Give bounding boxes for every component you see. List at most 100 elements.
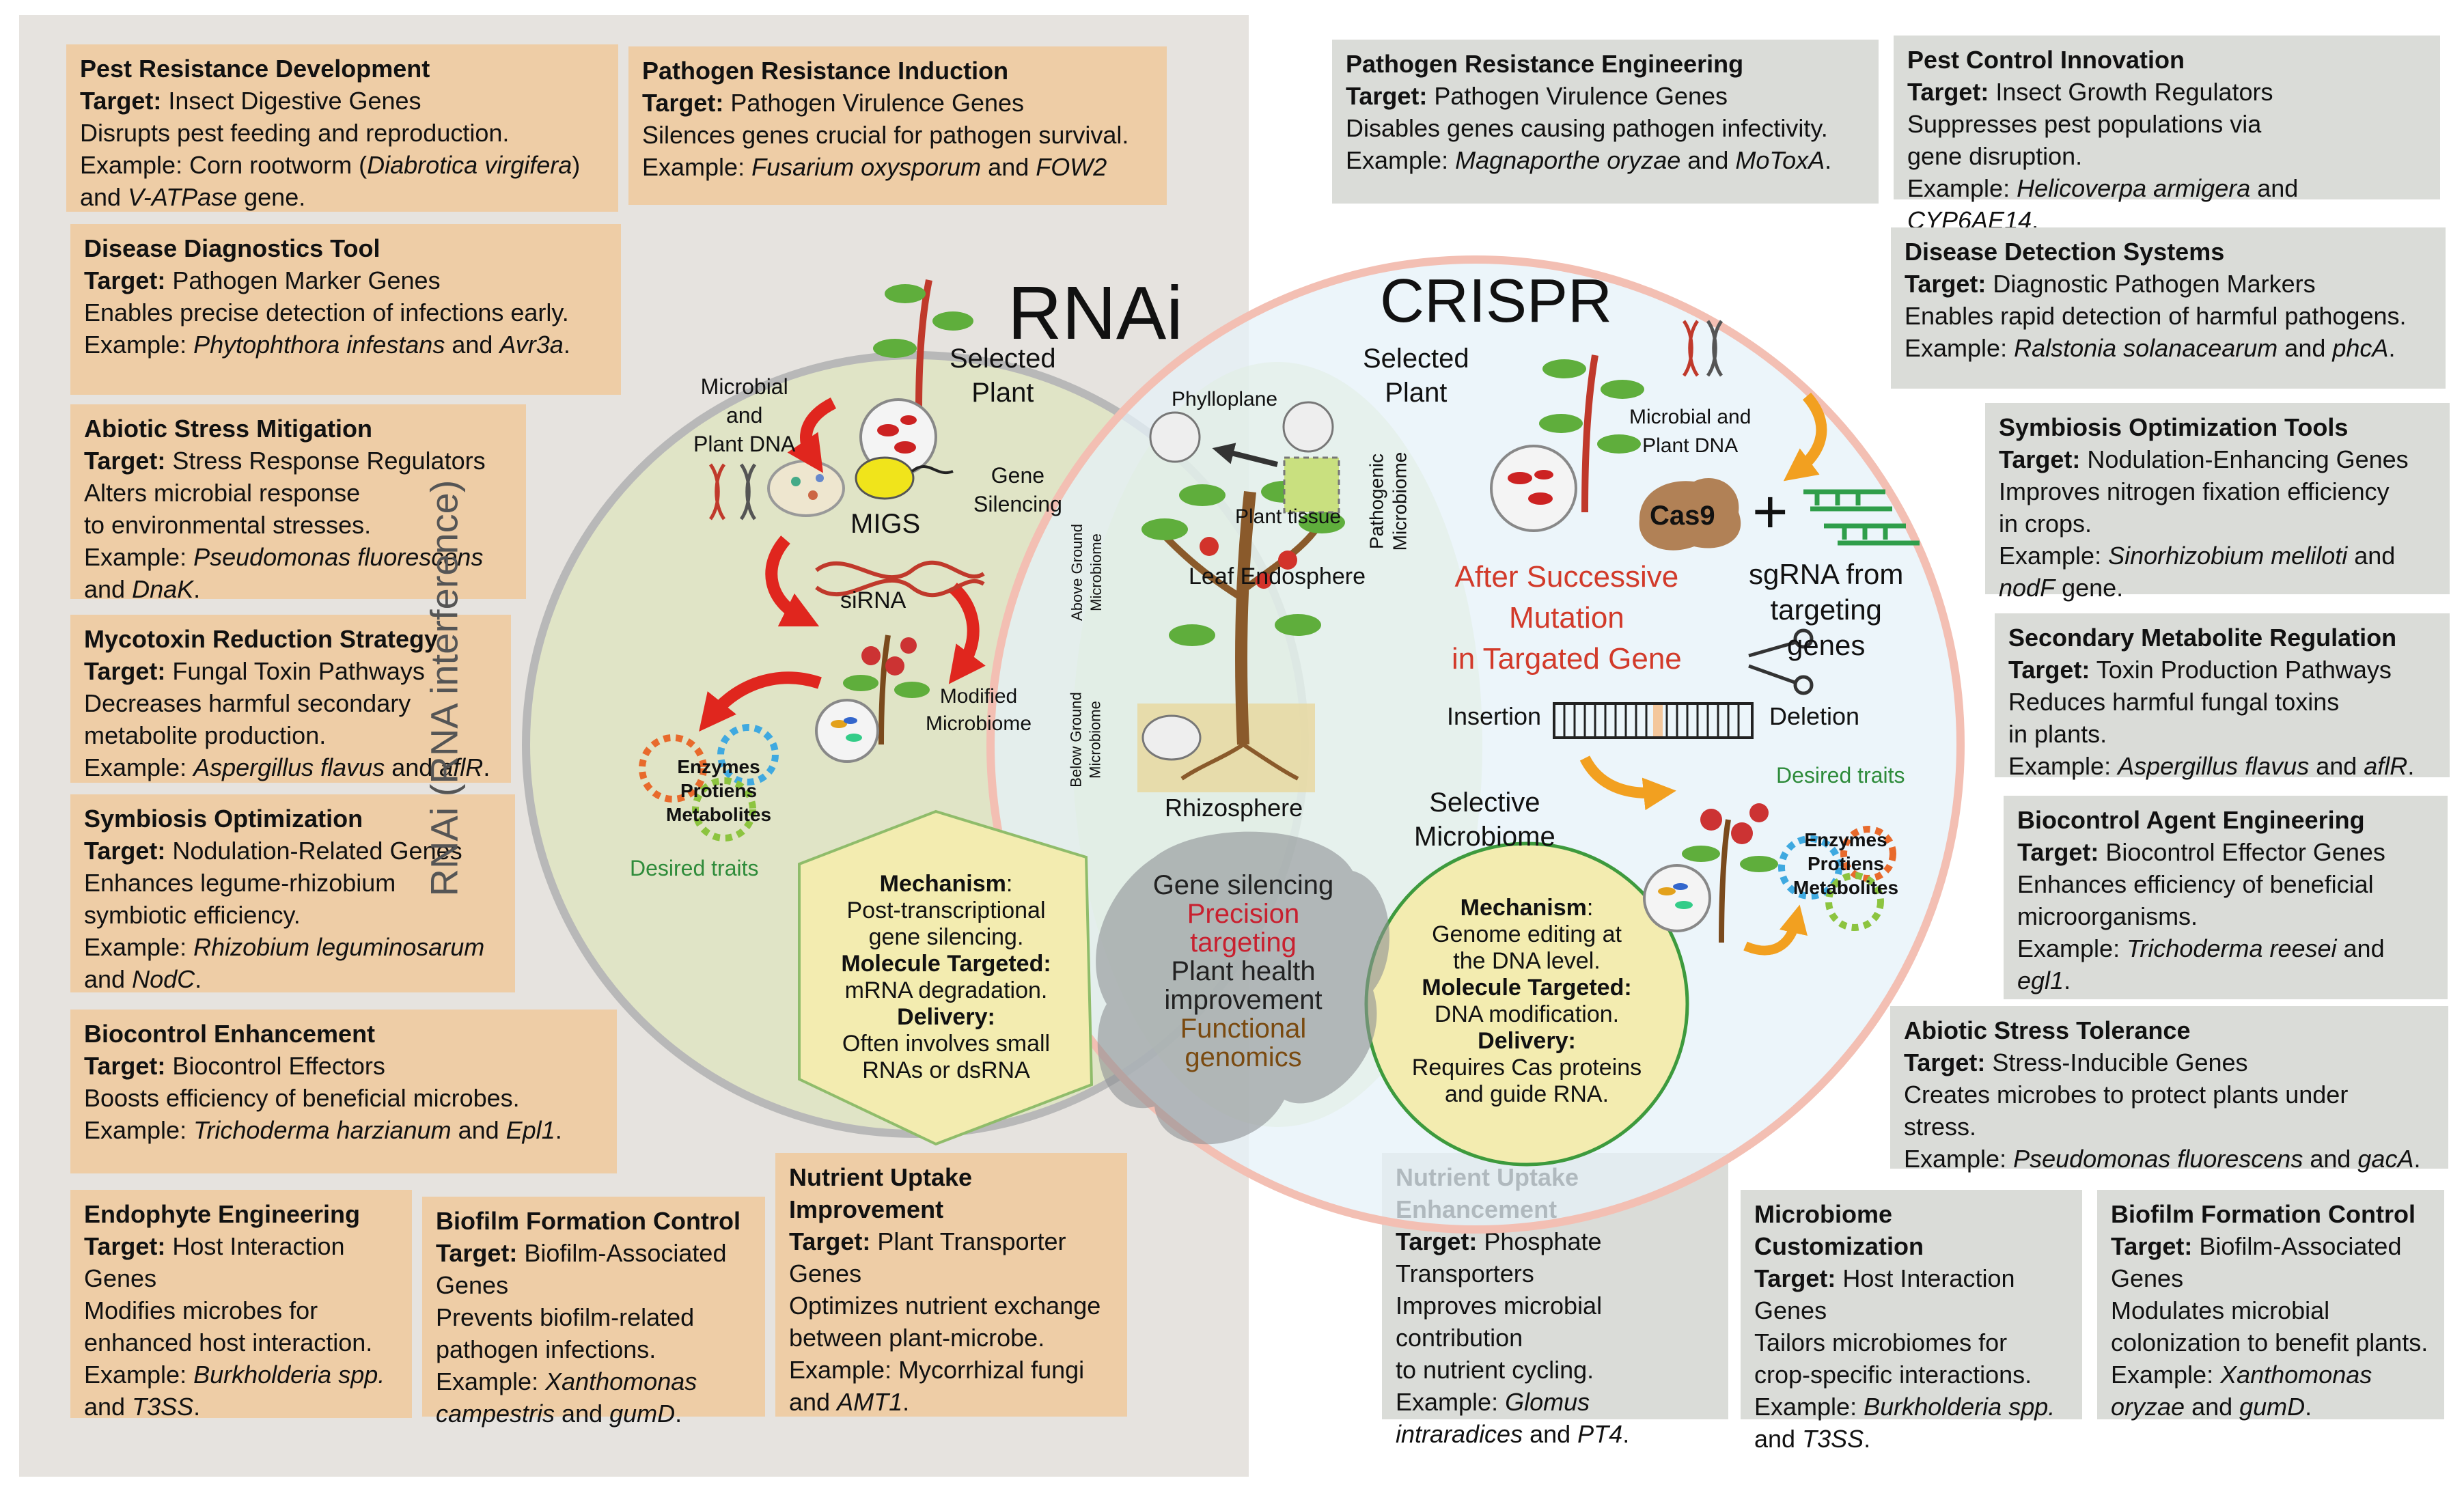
desired-traits-label-right: Desired traits xyxy=(1776,763,1905,788)
box-example: Example: Burkholderia spp. and T3SS. xyxy=(84,1361,385,1421)
leaf-endosphere-label: Leaf Endosphere xyxy=(1189,563,1366,589)
box-title: Mycotoxin Reduction Strategy xyxy=(84,625,439,653)
plant-tissue-label: Plant tissue xyxy=(1235,505,1342,528)
box-example: Example: Ralstonia solanacearum and phcA… xyxy=(1905,334,2396,362)
rnai-mechanism-text: Mechanism: Post-transcriptional gene sil… xyxy=(841,871,1051,1083)
box-example: Example: Burkholderia spp. and T3SS. xyxy=(1754,1393,2055,1453)
crispr-modified-plant-icon xyxy=(1643,803,1778,943)
box-example: Example: Pseudomonas fluorescens and Dna… xyxy=(84,543,484,603)
gears-icon-right xyxy=(1778,826,1896,931)
center-plant-icon xyxy=(1137,401,1345,792)
sirna-label: siRNA xyxy=(840,587,906,613)
rhizosphere-label: Rhizosphere xyxy=(1165,794,1303,822)
box-description: Improves nitrogen fixation efficiency xyxy=(1999,477,2390,505)
box-description: microorganisms. xyxy=(2017,902,2198,930)
box-description: Disables genes causing pathogen infectiv… xyxy=(1346,114,1828,142)
rnai-plant-icon xyxy=(859,279,973,476)
box-description: pathogen infections. xyxy=(436,1335,656,1363)
box-description: gene disruption. xyxy=(1907,142,2083,170)
crispr-dna-icon xyxy=(1682,320,1724,377)
sirna-dna-helix xyxy=(815,560,985,598)
red-arrow-1 xyxy=(787,397,837,473)
box-description: to environmental stresses. xyxy=(84,511,372,539)
box-description: contribution xyxy=(1396,1324,1523,1352)
box-title: Pest Control Innovation xyxy=(1907,46,2185,74)
box-title: Abiotic Stress Mitigation xyxy=(84,415,373,443)
box-description: Enhances legume-rhizobium xyxy=(84,869,396,897)
box-target: Target: Biocontrol Effectors xyxy=(84,1052,385,1080)
box-example: Example: Pseudomonas fluorescens and gac… xyxy=(1904,1145,2421,1173)
box-description: Enables precise detection of infections … xyxy=(84,298,569,326)
orange-arrow-2 xyxy=(1579,755,1676,811)
box-example: Example: Mycorrhizal fungi and AMT1. xyxy=(789,1356,1085,1416)
box-description: Suppresses pest populations via xyxy=(1907,110,2262,138)
box-example: Example: Xanthomonas oryzae and gumD. xyxy=(2111,1361,2372,1421)
rnai-mechanism-hexagon xyxy=(798,809,1094,1146)
box-target: Target: Stress-Inducible Genes xyxy=(1904,1048,2248,1076)
box-description: in crops. xyxy=(1999,510,2092,538)
box-description: crop-specific interactions. xyxy=(1754,1361,2032,1389)
box-description: between plant-microbe. xyxy=(789,1324,1045,1352)
box-target: Target: Host Interaction Genes xyxy=(1754,1264,2015,1324)
sgrna-icon xyxy=(1803,489,1920,546)
box-title: Nutrient Uptake Improvement xyxy=(789,1163,973,1223)
red-arrow-4 xyxy=(699,671,822,732)
shared-blob xyxy=(1096,831,1389,1145)
box-target: Target: Nodulation-Enhancing Genes xyxy=(1999,445,2409,473)
shared-text-line: Functional xyxy=(1180,1014,1307,1044)
box-title: Abiotic Stress Tolerance xyxy=(1904,1016,2191,1044)
box-title: Disease Detection Systems xyxy=(1905,238,2225,266)
box-description: Creates microbes to protect plants under xyxy=(1904,1081,2349,1109)
shared-text-line: genomics xyxy=(1185,1042,1302,1072)
crispr-plant-icon xyxy=(1490,354,1644,532)
box-description: Modulates microbial xyxy=(2111,1296,2330,1324)
box-description: in plants. xyxy=(2008,720,2107,748)
plus-sign: + xyxy=(1752,478,1788,546)
rnai-vertical-title: RNAi (RNA interference) xyxy=(422,479,466,897)
box-title: Disease Diagnostics Tool xyxy=(84,234,380,262)
red-arrow-2 xyxy=(765,535,820,627)
microbial-dna-icon xyxy=(708,456,954,520)
box-title: Pest Resistance Development xyxy=(80,55,430,83)
box-description: Disrupts pest feeding and reproduction. xyxy=(80,119,510,147)
box-description: Prevents biofilm-related xyxy=(436,1303,695,1331)
box-example: Example: Rhizobium leguminosarum and Nod… xyxy=(84,933,485,993)
box-example: Example: Fusarium oxysporum and FOW2 xyxy=(642,153,1107,181)
box-example: Example: Phytophthora infestans and Avr3… xyxy=(84,331,570,359)
box-example: Example: Magnaporthe oryzae and MoToxA. xyxy=(1346,146,1832,174)
box-example: Example: Aspergillus flavus and aflR. xyxy=(84,753,490,781)
cas9-label: Cas9 xyxy=(1650,501,1715,531)
box-description: Silences genes crucial for pathogen surv… xyxy=(642,121,1129,149)
box-target: Target: Biofilm-Associated Genes xyxy=(2111,1232,2402,1292)
box-description: Modifies microbes for xyxy=(84,1296,318,1324)
box-title: Endophyte Engineering xyxy=(84,1200,361,1228)
crispr-mechanism-text: Mechanism: Genome editing at the DNA lev… xyxy=(1411,895,1642,1107)
shared-text-line: Gene silencing xyxy=(1152,870,1334,900)
box-example: Example: Corn rootworm (Diabrotica virgi… xyxy=(80,151,581,211)
box-description: Decreases harmful secondary xyxy=(84,689,411,717)
scissors-icon xyxy=(1748,628,1814,695)
box-target: Target: Nodulation-Related Genes xyxy=(84,837,462,865)
box-title: Secondary Metabolite Regulation xyxy=(2008,624,2397,652)
desired-traits-label-left: Desired traits xyxy=(630,856,759,880)
gears-icon-left xyxy=(639,724,779,841)
phylloplane-label: Phylloplane xyxy=(1172,388,1278,410)
red-arrow-3 xyxy=(948,583,986,684)
box-description: symbiotic efficiency. xyxy=(84,901,301,929)
shared-text-line: targeting xyxy=(1190,928,1297,958)
